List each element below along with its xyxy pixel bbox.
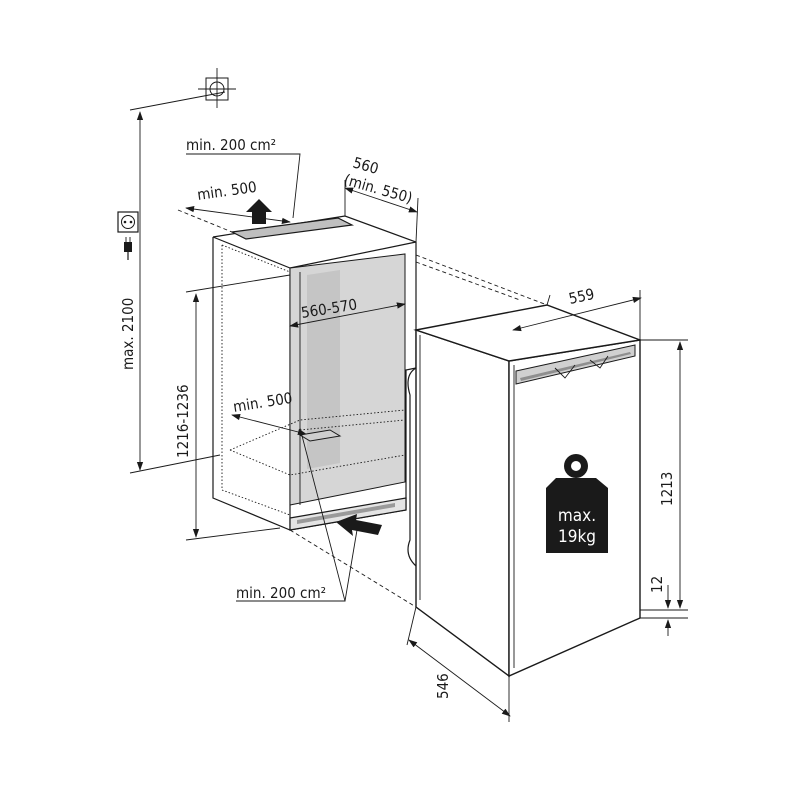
label-vent-bottom: min. 200 cm² xyxy=(236,584,326,602)
vent-arrow-icon xyxy=(246,199,272,224)
label-appliance-width: 559 xyxy=(567,285,596,308)
label-niche-depth-min: (min. 550) xyxy=(342,171,415,208)
power-socket-icon xyxy=(117,211,139,233)
weight-line1: max. xyxy=(558,506,596,526)
weight-line2: 19kg xyxy=(558,527,596,547)
dimension-lines xyxy=(129,91,688,722)
crosshair-icon xyxy=(198,68,236,108)
power-plug-icon xyxy=(124,237,132,260)
weight-icon: max. 19kg xyxy=(546,454,608,553)
label-niche-height: 1216-1236 xyxy=(174,384,192,458)
label-vent-top: min. 200 cm² xyxy=(186,136,276,154)
label-top-depth: min. 500 xyxy=(196,178,258,204)
label-appliance-depth: 546 xyxy=(434,673,452,699)
label-max-height: max. 2100 xyxy=(119,298,137,370)
label-floor-depth: min. 500 xyxy=(232,389,294,416)
label-appliance-height: 1213 xyxy=(658,472,676,506)
vent-arrow-icon xyxy=(336,514,382,536)
label-plinth: 12 xyxy=(648,576,666,593)
